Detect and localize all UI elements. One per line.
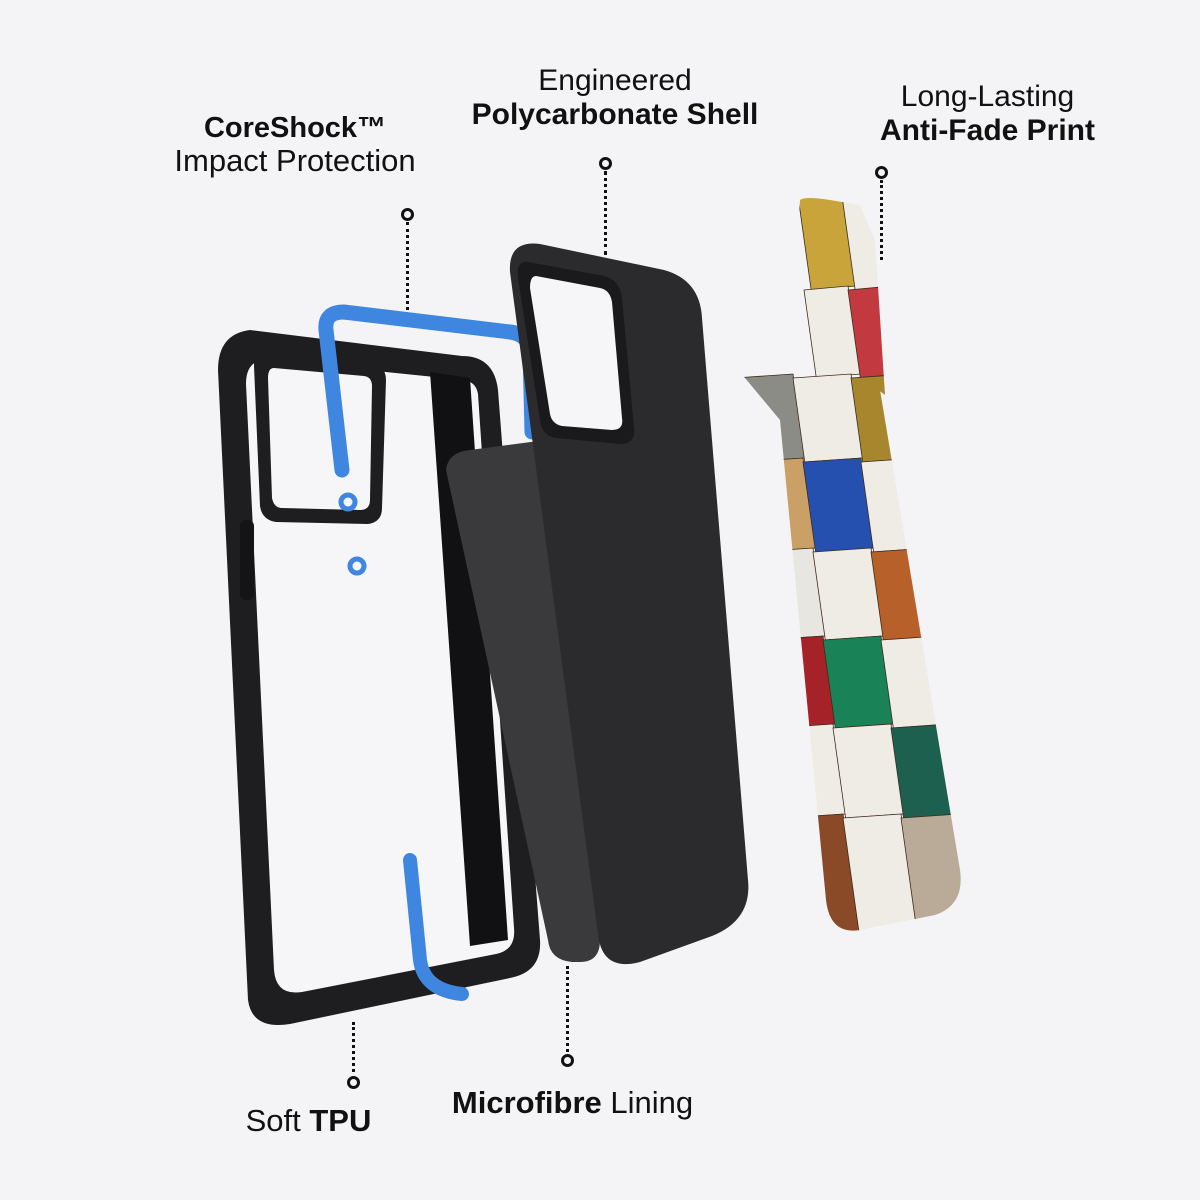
pointer-ring-icon [401, 208, 414, 221]
anti-fade-print-layer [738, 198, 961, 931]
pointer-dots [566, 966, 569, 1052]
pointer-dots [406, 222, 409, 310]
callout-tpu: Soft TPU [226, 1103, 391, 1139]
callout-print: Long-Lasting Anti-Fade Print [850, 80, 1125, 147]
print-tile [842, 813, 919, 931]
callout-coreshock-title: CoreShock™ [203, 112, 387, 144]
print-tile [850, 373, 922, 463]
pointer-dots [880, 180, 883, 260]
print-tile [928, 547, 961, 641]
callout-coreshock-subtitle: Impact Protection [174, 143, 416, 179]
print-tile [908, 373, 961, 463]
callout-polycarbonate-title: Polycarbonate Shell [471, 97, 759, 131]
print-tile [860, 457, 933, 553]
callout-tpu-prefix: Soft [245, 1103, 310, 1138]
print-tile [890, 723, 961, 819]
print-tile [870, 547, 942, 641]
print-tile [918, 457, 961, 553]
callout-print-title: Anti-Fade Print [880, 113, 1095, 147]
print-tile [880, 635, 952, 729]
pointer-ring-icon [875, 166, 888, 179]
pointer-dots [604, 171, 607, 255]
pointer-ring-icon [599, 157, 612, 170]
callout-microfibre: Microfibre Lining [430, 1085, 715, 1121]
callout-polycarbonate: Engineered Polycarbonate Shell [440, 64, 790, 131]
callout-microfibre-title: Microfibre [451, 1085, 602, 1120]
callout-coreshock: CoreShock™ Impact Protection [150, 112, 440, 179]
print-tile [948, 723, 961, 819]
pointer-ring-icon [347, 1076, 360, 1089]
pointer-dots [352, 1022, 355, 1072]
callout-print-subtitle: Long-Lasting [900, 80, 1075, 113]
callout-polycarbonate-subtitle: Engineered [538, 64, 692, 97]
print-tile [958, 813, 961, 931]
callout-microfibre-suffix: Lining [601, 1085, 694, 1120]
print-tile [938, 635, 961, 729]
pointer-ring-icon [561, 1054, 574, 1067]
polycarbonate-shell [509, 243, 749, 965]
callout-tpu-title: TPU [309, 1103, 372, 1138]
